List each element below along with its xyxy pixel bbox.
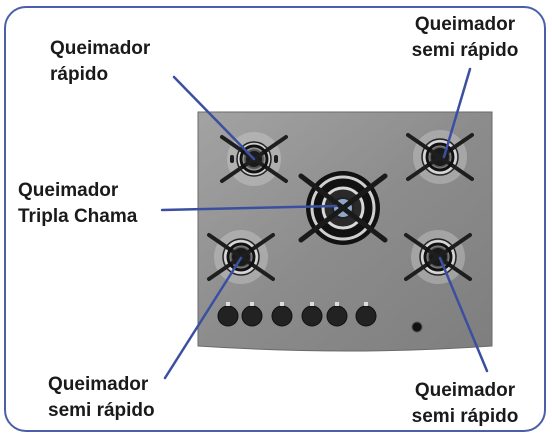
label-bottom-right-line1: Queimador	[414, 380, 516, 401]
label-middle-left-line1: Queimador	[18, 180, 119, 201]
label-middle-left: Queimador Tripla Chama	[18, 178, 137, 230]
label-top-left-line1: Queimador	[50, 38, 151, 59]
leader-line-bottom-right	[438, 256, 489, 373]
leader-line-bottom-left	[163, 256, 243, 380]
label-middle-left-line2: Tripla Chama	[18, 206, 138, 227]
label-bottom-left-line2: semi rápido	[48, 400, 155, 421]
knob-6	[355, 302, 377, 327]
control-knobs	[217, 302, 377, 327]
ignition-button	[411, 321, 423, 333]
label-bottom-right: Queimador semi rápido	[398, 378, 532, 430]
label-top-left: Queimador rápido	[50, 36, 150, 88]
label-bottom-right-line2: semi rápido	[411, 406, 519, 427]
label-top-left-line2: rápido	[50, 64, 109, 85]
burner-semi-rapido-top-right	[406, 130, 474, 184]
knob-4	[301, 302, 323, 327]
label-top-right-line2: semi rápido	[411, 40, 519, 61]
knob-1	[217, 302, 239, 327]
burner-semi-rapido-bottom-right	[404, 230, 472, 284]
leader-line-middle-left	[160, 204, 338, 212]
label-top-right-line1: Queimador	[414, 14, 516, 35]
knob-2	[241, 302, 263, 327]
burner-tripla-chama-center	[298, 171, 388, 245]
knob-3	[271, 302, 293, 327]
diagram-frame	[4, 6, 546, 432]
leader-line-top-right	[442, 67, 472, 159]
label-bottom-left-line1: Queimador	[48, 374, 149, 395]
label-top-right: Queimador semi rápido	[398, 12, 532, 64]
label-bottom-left: Queimador semi rápido	[48, 372, 155, 424]
leader-line-top-left	[172, 75, 256, 161]
knob-5	[326, 302, 348, 327]
